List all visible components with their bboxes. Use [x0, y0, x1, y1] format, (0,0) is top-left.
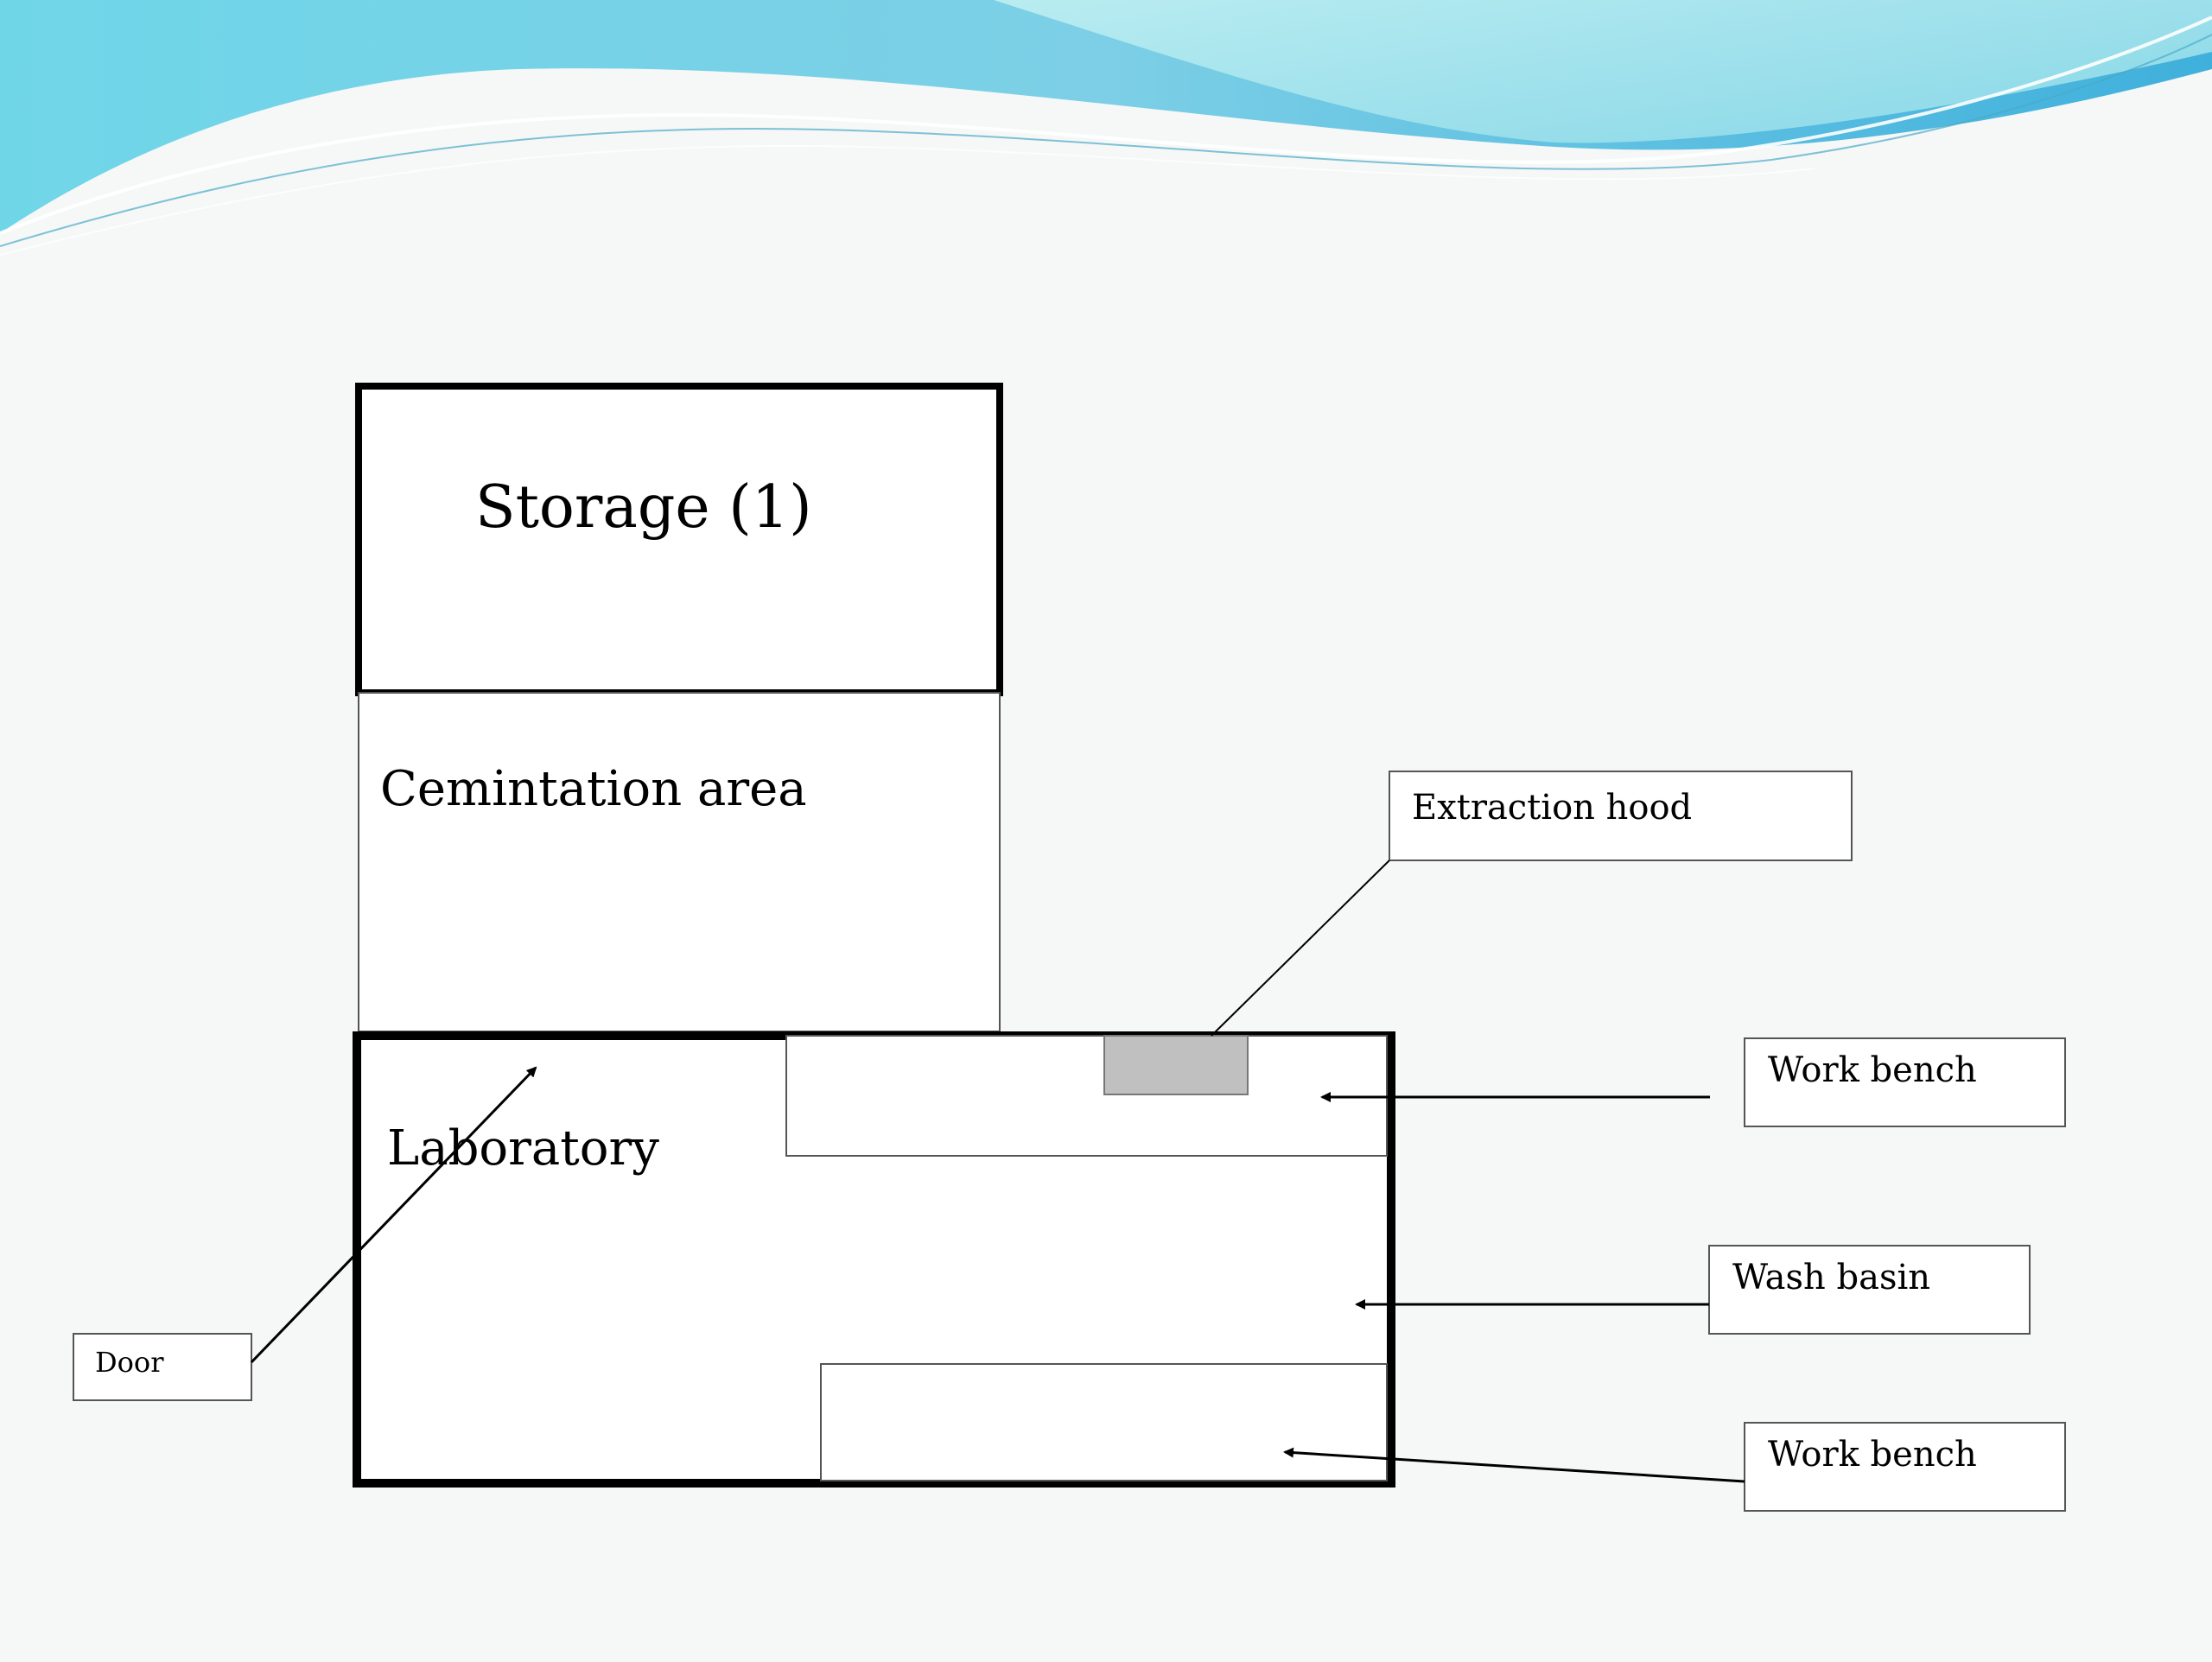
door-callout-box	[73, 1333, 252, 1401]
extraction-hood-callout-box	[1389, 771, 1853, 861]
extraction-hood-callout-label: Extraction hood	[1412, 788, 1692, 828]
cementation-area	[358, 692, 1001, 1032]
work-bench-top-callout-label: Work bench	[1768, 1050, 1977, 1090]
door-arrow	[250, 1066, 537, 1364]
work-bench-bottom-callout-label: Work bench	[1768, 1435, 1977, 1475]
extraction-hood-leader-line	[1211, 860, 1390, 1037]
storage-room-label: Storage (1)	[475, 473, 812, 542]
door-callout-label: Door	[95, 1346, 164, 1379]
work-bench-bottom-callout-box	[1744, 1422, 2066, 1512]
work-bench-bottom	[820, 1363, 1388, 1481]
extraction-hood	[1103, 1035, 1249, 1095]
storage-room	[355, 383, 1003, 696]
wash-basin-callout-box	[1708, 1245, 2031, 1335]
wash-basin-callout-label: Wash basin	[1732, 1258, 1930, 1297]
cementation-area-label: Cemintation area	[380, 761, 807, 817]
work-bench-bottom-arrow	[1283, 1447, 1745, 1483]
work-bench-top	[785, 1035, 1388, 1157]
laboratory-label: Laboratory	[387, 1120, 659, 1177]
header-wave	[0, 0, 2212, 256]
work-bench-top-callout-box	[1744, 1037, 2066, 1127]
